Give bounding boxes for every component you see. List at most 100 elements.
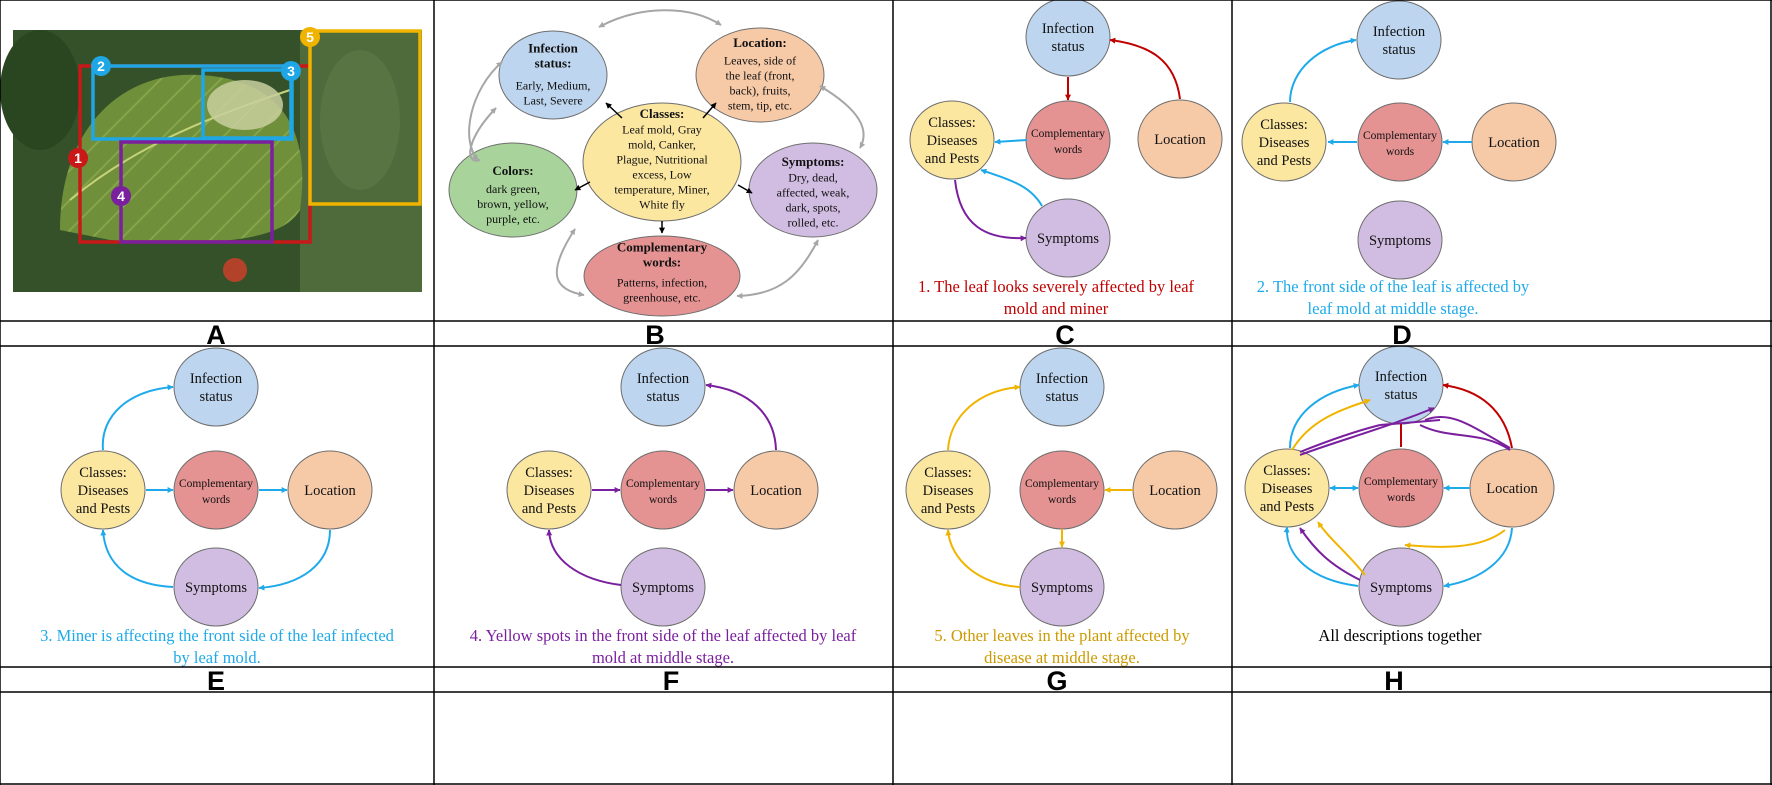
photo-background-leaf: [320, 50, 400, 190]
d-node-symptoms: [1357, 200, 1443, 280]
g-node-classes-label: Diseases: [923, 483, 974, 499]
arrow-blue: [100, 529, 174, 588]
g-node-complementary-label: Complementary: [1025, 478, 1099, 490]
f-node-classes-label: and Pests: [522, 501, 577, 517]
panel-label-c: C: [1055, 320, 1075, 350]
b-node-location-body: back), fruits,: [730, 84, 791, 98]
g-node-infection-label: status: [1045, 389, 1078, 405]
b-node-complementary-title: Complementary: [617, 240, 708, 255]
c-node-classes-label: and Pests: [925, 151, 980, 167]
h-node-location-label: Location: [1486, 481, 1538, 497]
h-node-infection: [1358, 345, 1444, 425]
photo-dark-foliage: [0, 30, 80, 150]
arrow-purple: [1419, 424, 1511, 451]
g-caption: disease at middle stage.: [984, 648, 1140, 667]
b-node-location-title: Location:: [733, 35, 786, 50]
d-node-classes-label: Diseases: [1259, 135, 1310, 151]
e-node-location-label: Location: [304, 483, 356, 499]
f-node-symptoms: [620, 547, 706, 627]
arrow-gold: [947, 384, 1021, 451]
e-node-location: [287, 450, 373, 530]
c-node-complementary: [1025, 100, 1111, 180]
photo-annotation-box: [201, 68, 293, 140]
c-node-location: [1137, 99, 1223, 179]
panel-label-d: D: [1392, 320, 1412, 350]
d-node-complementary-label: Complementary: [1363, 130, 1437, 142]
e-node-infection-label: Infection: [190, 371, 243, 387]
c-node-classes: [909, 100, 995, 180]
h-node-infection-label: status: [1384, 387, 1417, 403]
arrow-purple: [1424, 415, 1511, 449]
f-node-classes: [506, 450, 592, 530]
arrow-gold: [1317, 521, 1366, 576]
b-node-infection-body: Last, Severe: [523, 94, 582, 108]
c-node-symptoms-label: Symptoms: [1037, 231, 1099, 247]
b-node-symptoms-title: Symptoms:: [782, 154, 845, 169]
b-node-complementary-title: words:: [643, 255, 681, 270]
g-node-location-label: Location: [1149, 483, 1201, 499]
c-node-classes-label: Diseases: [927, 133, 978, 149]
e-node-infection: [173, 347, 259, 427]
photo-box-number: 3: [287, 63, 295, 79]
c-caption: mold and miner: [1004, 299, 1109, 318]
b-node-classes-body: temperature, Miner,: [614, 183, 709, 197]
f-node-classes-label: Diseases: [524, 483, 575, 499]
panel-label-b: B: [645, 320, 665, 350]
panel-label-g: G: [1046, 666, 1067, 696]
e-node-classes-label: Classes:: [79, 465, 127, 481]
c-caption: 1. The leaf looks severely affected by l…: [918, 277, 1195, 296]
f-node-complementary: [620, 450, 706, 530]
b-node-symptoms-body: Dry, dead,: [788, 171, 838, 185]
panel-label-f: F: [663, 666, 680, 696]
h-node-complementary: [1358, 448, 1444, 528]
arrow-black: [702, 102, 717, 119]
f-node-complementary-label: Complementary: [626, 478, 700, 490]
b-node-colors-body: brown, yellow,: [477, 197, 549, 211]
f-caption: 4. Yellow spots in the front side of the…: [470, 626, 857, 645]
g-node-complementary-label: words: [1048, 494, 1077, 506]
arrow-gray: [598, 9, 722, 28]
d-node-complementary: [1357, 102, 1443, 182]
c-node-infection: [1025, 0, 1111, 77]
e-node-classes-label: and Pests: [76, 501, 131, 517]
panel-label-a: A: [206, 320, 226, 350]
f-node-location: [733, 450, 819, 530]
b-node-complementary-body: greenhouse, etc.: [623, 291, 701, 305]
photo-annotation-box: [308, 29, 422, 206]
photo-box-number: 2: [97, 58, 105, 74]
e-node-complementary: [173, 450, 259, 530]
d-node-infection-label: status: [1382, 42, 1415, 58]
b-node-colors-body: purple, etc.: [486, 212, 540, 226]
arrow-purple: [546, 529, 622, 586]
d-node-location-label: Location: [1488, 135, 1540, 151]
photo-box-number-badge: [91, 56, 111, 76]
c-node-complementary-label: words: [1054, 144, 1083, 156]
d-node-symptoms-label: Symptoms: [1369, 233, 1431, 249]
arrow-red: [1442, 382, 1513, 449]
b-node-symptoms-body: affected, weak,: [777, 186, 850, 200]
b-node-location-body: stem, tip, etc.: [728, 99, 792, 113]
arrow-blue: [101, 384, 174, 451]
g-node-classes: [905, 450, 991, 530]
arrow-gray: [819, 85, 866, 149]
arrow-gold: [945, 529, 1021, 588]
h-node-symptoms: [1358, 547, 1444, 627]
photo-box-number-badge: [68, 148, 88, 168]
d-node-classes: [1241, 102, 1327, 182]
b-node-classes-body: Plague, Nutritional: [616, 153, 708, 167]
c-node-complementary-label: Complementary: [1031, 128, 1105, 140]
arrow-black: [605, 102, 623, 119]
g-node-classes-label: Classes:: [924, 465, 972, 481]
e-node-classes: [60, 450, 146, 530]
arrow-blue: [258, 529, 331, 591]
b-node-location-body: Leaves, side of: [724, 54, 796, 68]
b-node-symptoms-body: rolled, etc.: [788, 216, 839, 230]
d-node-infection-label: Infection: [1373, 24, 1426, 40]
photo-box-number: 1: [74, 150, 82, 166]
b-node-colors-title: Colors:: [492, 163, 533, 178]
b-node-infection-title: status:: [535, 56, 572, 71]
e-caption: by leaf mold.: [173, 648, 261, 667]
